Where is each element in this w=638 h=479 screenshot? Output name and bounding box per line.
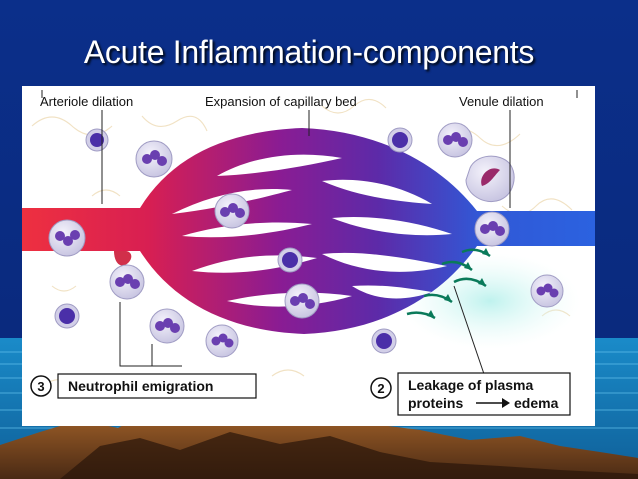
callout-number-circle bbox=[30, 375, 52, 397]
callout-neutrophil-emigration: 3 Neutrophil emigration bbox=[30, 373, 257, 399]
label-capillary-expansion: Expansion of capillary bed bbox=[205, 94, 357, 109]
slide-title: Acute Inflammation-components bbox=[83, 34, 535, 70]
neutrophil bbox=[48, 219, 86, 257]
lymphocyte bbox=[85, 128, 109, 152]
neutrophil bbox=[109, 264, 145, 300]
neutrophil bbox=[205, 324, 239, 358]
callout-box bbox=[57, 373, 257, 399]
callout-number: 2 bbox=[377, 381, 384, 396]
callout-text: Neutrophil emigration bbox=[68, 378, 213, 394]
callout-line2: proteins bbox=[408, 395, 463, 411]
label-venule-dilation: Venule dilation bbox=[459, 94, 544, 109]
callout-number: 3 bbox=[37, 379, 44, 394]
neutrophil bbox=[437, 122, 473, 158]
lymphocyte bbox=[54, 303, 80, 329]
neutrophil bbox=[530, 274, 564, 308]
callout-line3: edema bbox=[514, 395, 559, 411]
neutrophil bbox=[284, 283, 320, 319]
neutrophil bbox=[149, 308, 185, 344]
lymphocyte bbox=[371, 328, 397, 354]
neutrophil bbox=[214, 193, 250, 229]
callout-number-circle bbox=[370, 377, 392, 399]
macrophage bbox=[465, 155, 515, 202]
label-arteriole-dilation: Arteriole dilation bbox=[40, 94, 133, 109]
neutrophil bbox=[135, 140, 173, 178]
label-leaders bbox=[41, 90, 578, 208]
emigration-leader bbox=[119, 302, 182, 367]
neutrophil bbox=[474, 211, 510, 247]
lymphocyte bbox=[387, 127, 413, 153]
leakage-leader bbox=[453, 285, 485, 375]
neutrophil-cells bbox=[48, 122, 564, 358]
callout-plasma-leakage: 2 Leakage of plasma proteins edema bbox=[370, 372, 571, 416]
inflammation-diagram: Arteriole dilation Expansion of capillar… bbox=[22, 86, 595, 426]
lymphocyte-cells bbox=[54, 127, 413, 354]
callout-line1: Leakage of plasma bbox=[408, 377, 533, 393]
lymphocyte bbox=[277, 247, 303, 273]
blood-vessel-network bbox=[22, 128, 595, 334]
callout-box bbox=[397, 372, 571, 416]
arrow-icon bbox=[476, 398, 510, 408]
